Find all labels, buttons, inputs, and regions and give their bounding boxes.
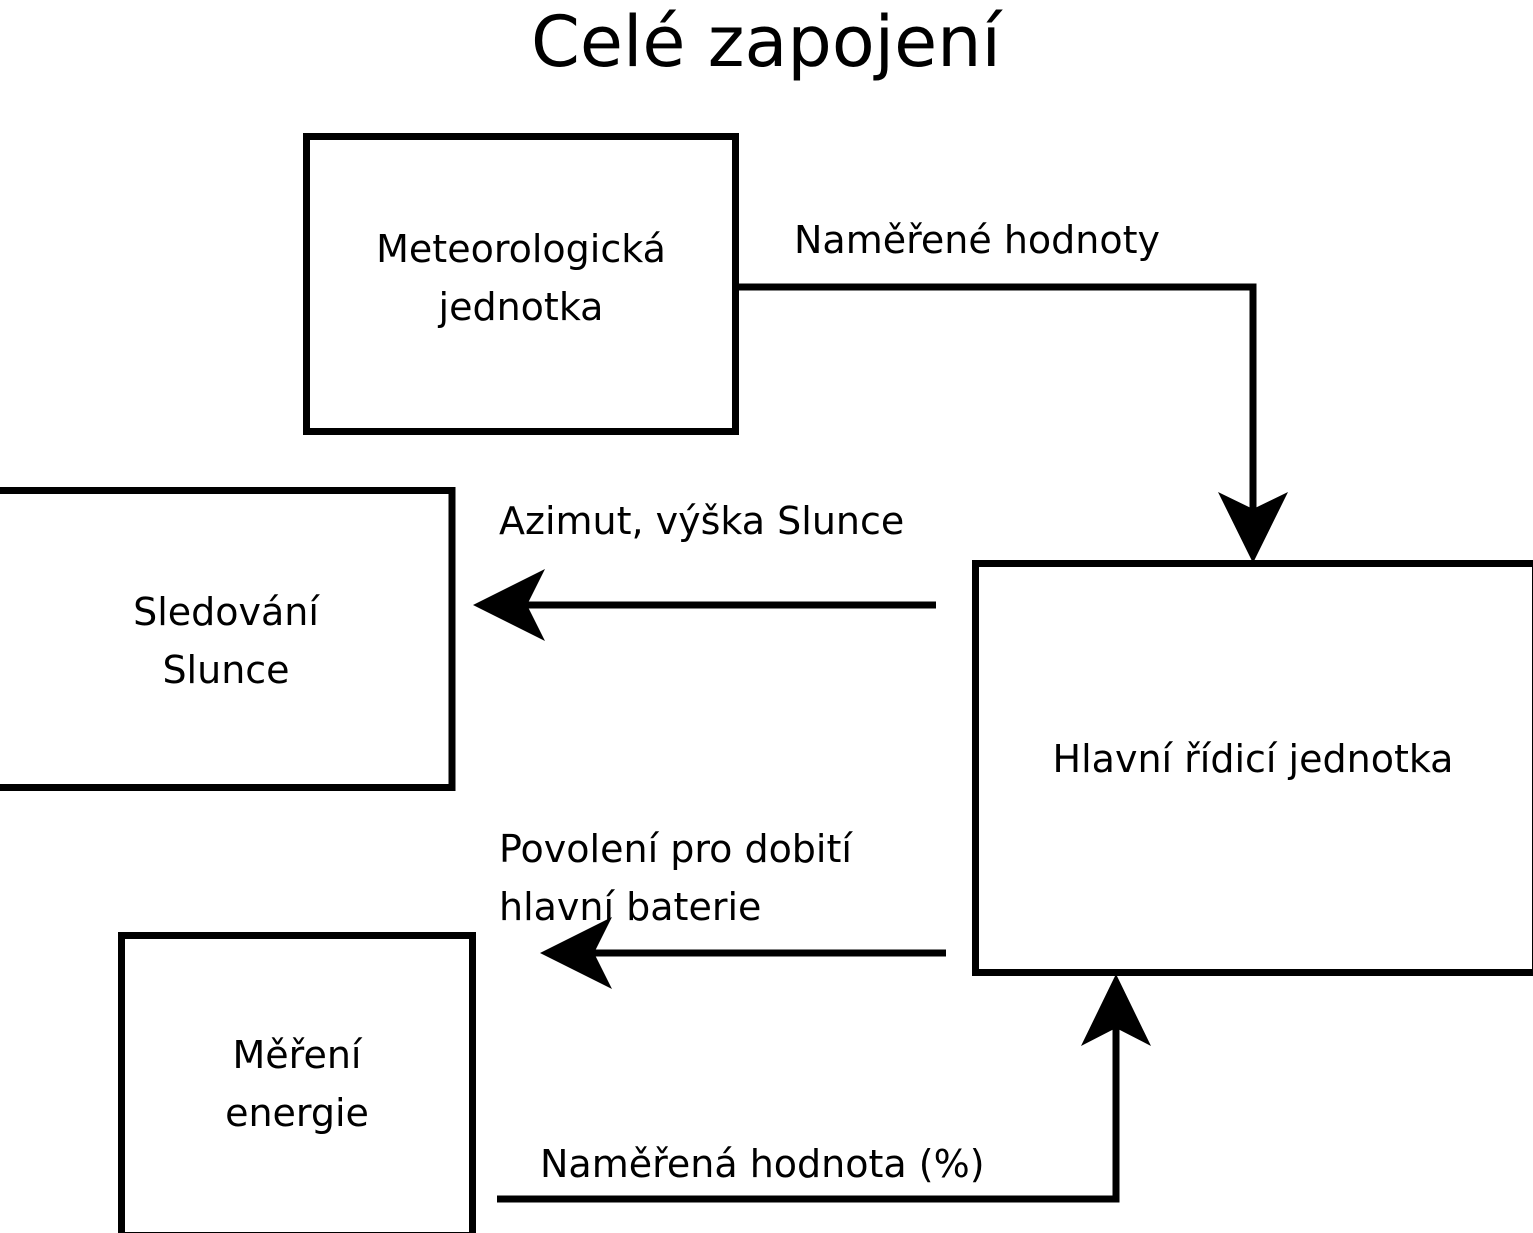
node-label-sun-tracking-line2: Slunce bbox=[162, 648, 289, 692]
node-label-meteo-unit-line1: Meteorologická bbox=[376, 227, 666, 271]
edge-label-main-to-sun: Azimut, výška Slunce bbox=[499, 499, 904, 543]
node-label-energy-measurement-line1: Měření bbox=[233, 1033, 363, 1077]
arrowhead-up-energy-to-main bbox=[1081, 974, 1151, 1046]
edge-meteo-to-main: Naměřené hodnoty bbox=[736, 218, 1288, 563]
edge-energy-to-main: Naměřená hodnota (%) bbox=[497, 974, 1151, 1203]
edge-line-energy-to-main bbox=[497, 1022, 1120, 1203]
edge-label-main-to-energy-line2: hlavní baterie bbox=[499, 885, 761, 929]
node-label-sun-tracking-line1: Sledování bbox=[133, 590, 320, 634]
node-label-main-control-unit-line1: Hlavní řídicí jednotka bbox=[1053, 737, 1454, 781]
arrowhead-left-main-to-energy bbox=[540, 917, 612, 989]
edge-main-to-energy: Povolení pro dobití hlavní baterie bbox=[499, 827, 946, 989]
node-energy-measurement[interactable]: Měření energie bbox=[118, 932, 476, 1233]
node-sun-tracking[interactable]: Sledování Slunce bbox=[0, 487, 456, 791]
node-label-energy-measurement-line2: energie bbox=[225, 1091, 369, 1135]
edge-label-main-to-energy-line1: Povolení pro dobití bbox=[499, 827, 853, 871]
page-title: Celé zapojení bbox=[531, 1, 1003, 83]
arrowhead-down-meteo-to-main bbox=[1218, 492, 1288, 563]
edge-line-meteo-to-main bbox=[736, 283, 1257, 520]
node-box-sun-tracking bbox=[0, 487, 456, 791]
node-main-control-unit[interactable]: Hlavní řídicí jednotka bbox=[972, 560, 1533, 976]
node-label-meteo-unit-line2: jednotka bbox=[438, 285, 604, 329]
node-box-energy-measurement bbox=[118, 932, 476, 1233]
arrowhead-left-main-to-sun bbox=[473, 569, 545, 641]
node-box-main-control-unit bbox=[972, 560, 1533, 976]
node-box-meteo-unit bbox=[303, 133, 739, 435]
node-meteo-unit[interactable]: Meteorologická jednotka bbox=[303, 133, 739, 435]
edge-label-meteo-to-main: Naměřené hodnoty bbox=[794, 218, 1160, 262]
edge-main-to-sun: Azimut, výška Slunce bbox=[473, 499, 936, 641]
edge-label-energy-to-main: Naměřená hodnota (%) bbox=[540, 1142, 985, 1186]
